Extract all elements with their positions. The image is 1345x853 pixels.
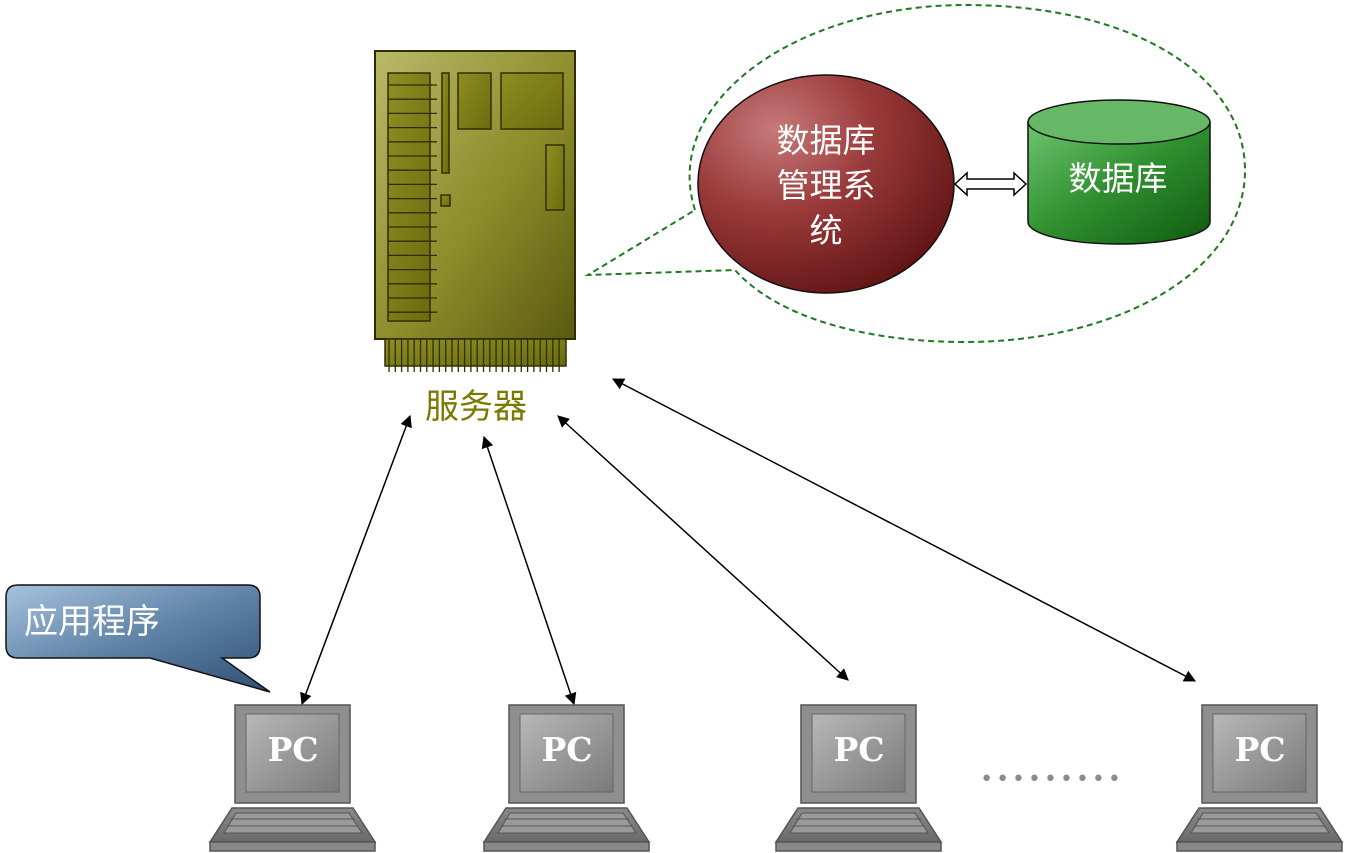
dbms-bubble — [584, 3, 1247, 344]
application-callout: 应用程序 — [5, 584, 271, 693]
database-label: 数据库 — [1069, 159, 1168, 198]
dbms-db-double-arrow — [953, 171, 1028, 197]
pc-label-1: PC — [267, 730, 318, 769]
connection-arrow-3 — [557, 415, 849, 681]
callout-label: 应用程序 — [24, 602, 160, 642]
dbms-node: 数据库 管理系 统 — [697, 74, 955, 294]
connection-arrow-4 — [611, 378, 1197, 682]
connection-arrow-2 — [481, 435, 577, 706]
database-icon: 数据库 — [1027, 99, 1211, 245]
pc-label-4: PC — [1234, 730, 1285, 769]
pc-label-3: PC — [833, 730, 884, 769]
more-pcs-ellipsis: ••••••••• — [980, 767, 1124, 792]
dbms-label-line-3: 统 — [810, 211, 843, 250]
pc-label-2: PC — [541, 730, 592, 769]
pc-computer-2: PC — [482, 704, 651, 852]
dbms-label-line-2: 管理系 — [777, 166, 876, 205]
server-icon — [374, 50, 576, 372]
dbms-label-line-1: 数据库 — [777, 121, 876, 160]
pc-computer-4: PC — [1175, 704, 1344, 852]
pc-computer-3: PC — [774, 704, 943, 852]
server-label: 服务器 — [425, 387, 527, 427]
connections — [300, 378, 1197, 706]
connection-arrow-1 — [300, 414, 412, 706]
pc-computer-1: PC — [208, 704, 377, 852]
